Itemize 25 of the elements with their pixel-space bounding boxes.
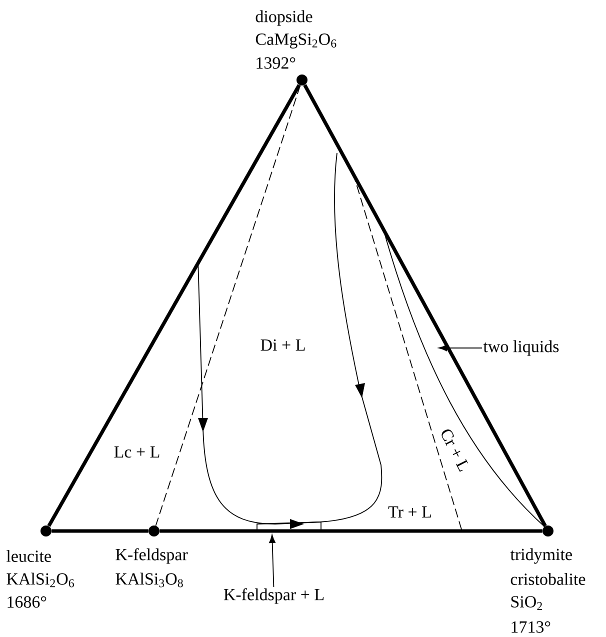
vertex-label: KAlSi$_{3}$O$_{8}$ (116, 572, 183, 588)
vertex-label: diopside (256, 10, 312, 26)
triangle-side (160, 529, 542, 533)
vertex-label: 1713° (512, 621, 550, 633)
vertex-label: K-feldspar (116, 548, 188, 564)
vertex-label: cristobalite (510, 573, 586, 585)
leader-line (269, 534, 276, 588)
vertex-label: SiO$_{2}$ (511, 596, 542, 610)
field-label: Tr + L (388, 506, 431, 518)
vertex-label: KAlSi$_{2}$O$_{6}$ (6, 572, 74, 588)
callout-text: two liquids (483, 340, 559, 356)
triangle-side (303, 84, 547, 527)
leader-line (438, 344, 482, 352)
triangle-side (52, 529, 148, 533)
callout-text: K-feldspar + L (224, 588, 324, 604)
tie-line (155, 84, 301, 526)
vertex-label: 1686° (8, 596, 46, 608)
vertex-label: 1392° (256, 57, 296, 69)
field-label: Cr + L (442, 430, 468, 472)
vertex-label: leucite (6, 550, 51, 562)
vertex-label: CaMgSi$_{2}$O$_{6}$ (256, 34, 336, 48)
field-label: Lc + L (114, 446, 160, 458)
vertex-label: tridymite (510, 548, 572, 564)
triangle-side (47, 84, 301, 527)
field-label: Di + L (260, 339, 305, 351)
